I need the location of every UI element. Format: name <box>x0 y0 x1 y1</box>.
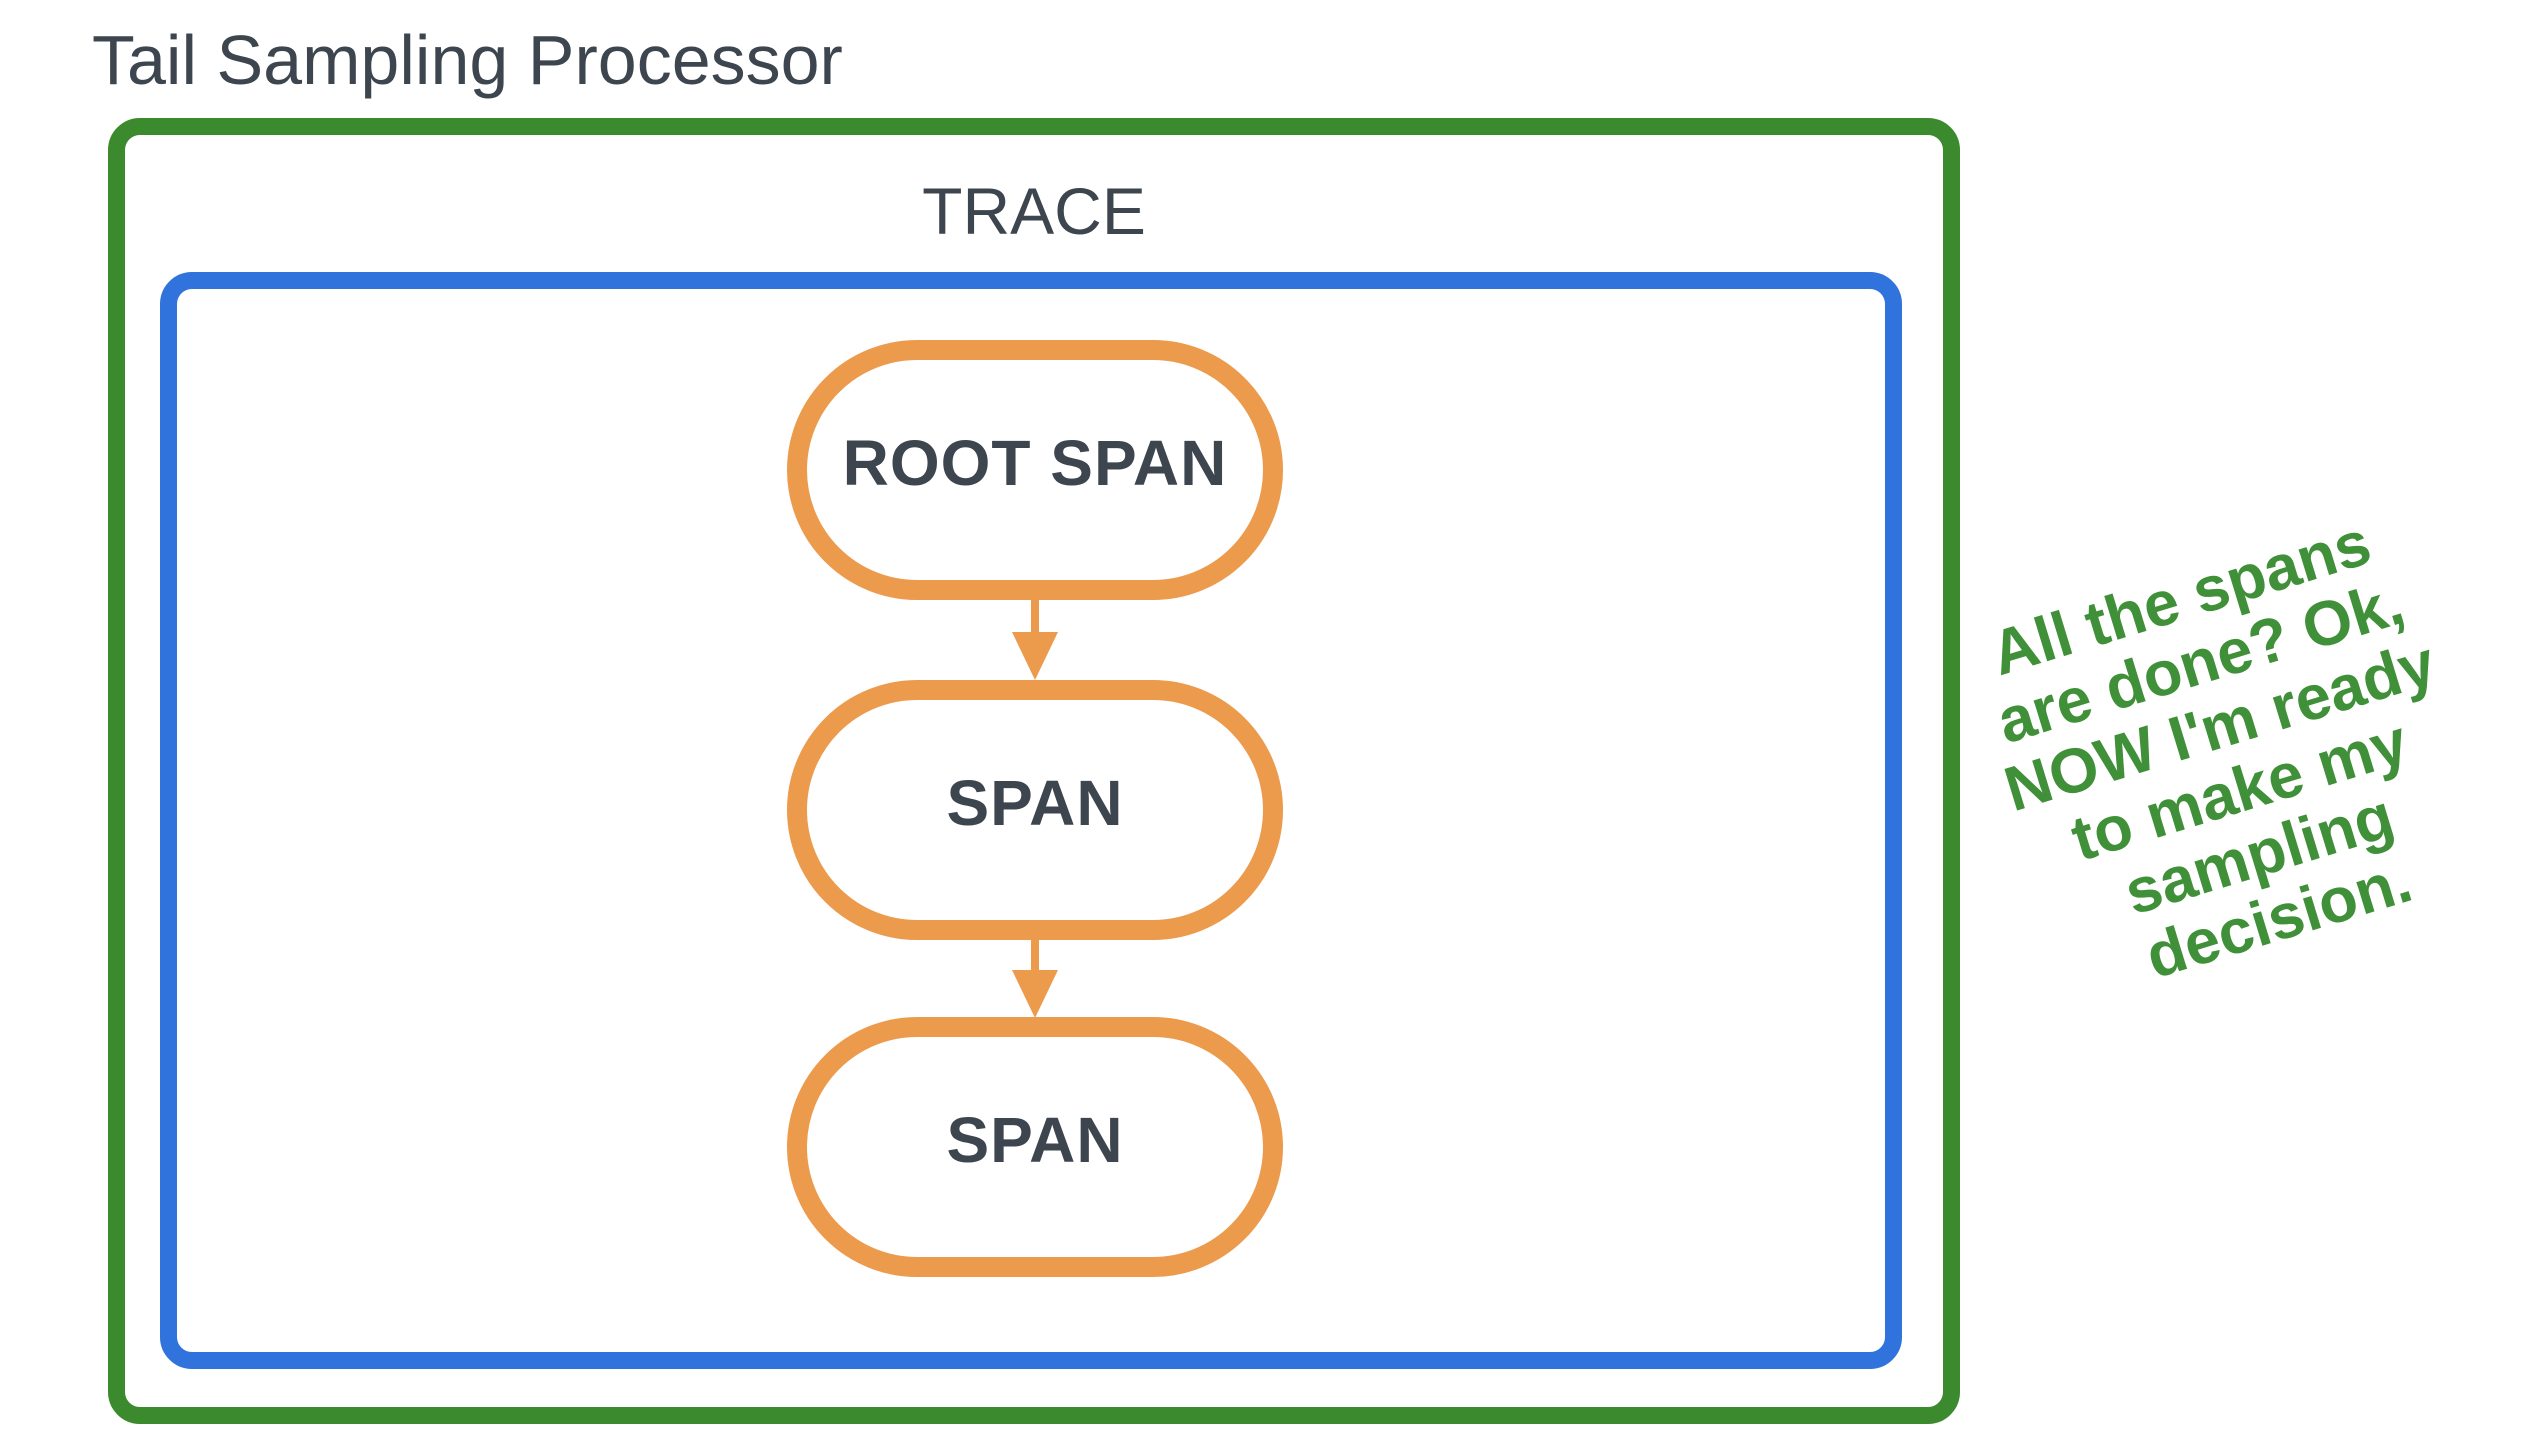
span-label-1: SPAN <box>946 767 1124 839</box>
trace-label: TRACE <box>922 174 1146 248</box>
arrow-stem <box>1031 600 1039 636</box>
arrow-head <box>1012 970 1058 1018</box>
root-span-label: ROOT SPAN <box>842 427 1228 499</box>
sampling-decision-note: All the spans are done? Ok, NOW I'm read… <box>1983 507 2444 993</box>
arrow-head <box>1012 632 1058 680</box>
page-title: Tail Sampling Processor <box>92 21 843 99</box>
arrow-stem <box>1031 940 1039 976</box>
tail-sampling-processor-box: TRACE ROOT SPAN SPAN SPAN <box>108 118 1960 1424</box>
span-label-2: SPAN <box>946 1104 1124 1176</box>
root-span-node: ROOT SPAN <box>787 340 1283 600</box>
trace-box: ROOT SPAN SPAN SPAN <box>160 272 1902 1369</box>
span-node-1: SPAN <box>787 680 1283 940</box>
span-node-2: SPAN <box>787 1017 1283 1277</box>
